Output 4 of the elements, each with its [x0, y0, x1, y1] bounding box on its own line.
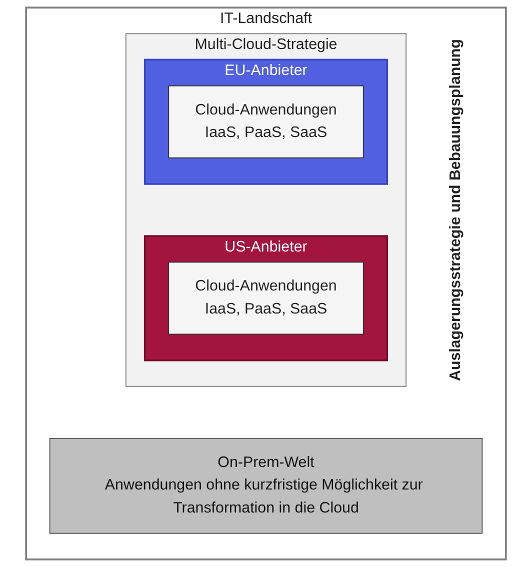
node-box: On-Prem-Welt Anwendungen ohne kurzfristige Möglichkeit zur Transformation in die Cloud	[48, 438, 482, 534]
vertical-label: Auslagerungsstrategie und Bebauungsplanung	[446, 39, 464, 381]
node-box: Cloud-Anwendungen IaaS, PaaS, SaaS	[168, 262, 364, 335]
node-box: Cloud-Anwendungen IaaS, PaaS, SaaS	[168, 85, 364, 158]
